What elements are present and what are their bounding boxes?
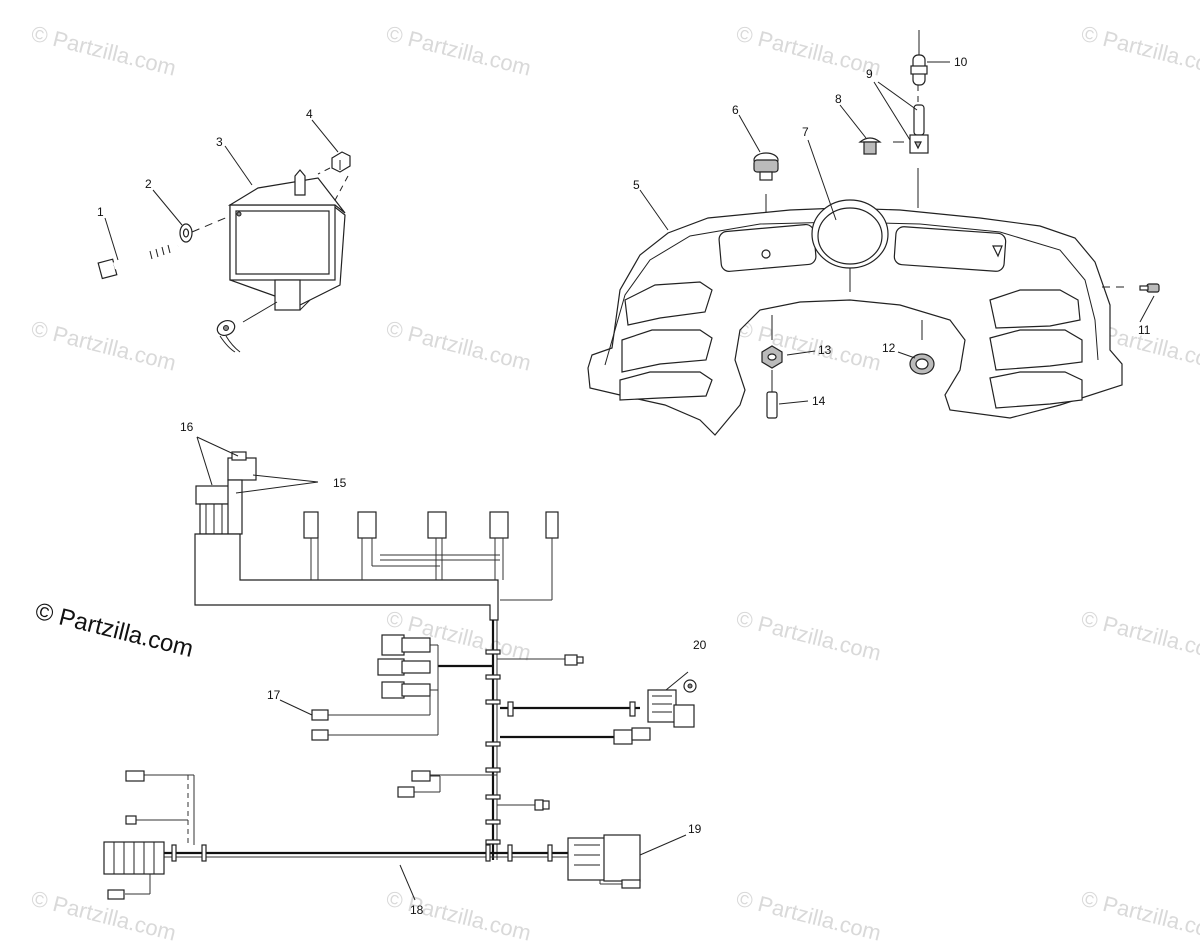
- callout-labels: 1 2 3 4 5 6 7 8 9 10 11 12 13 14 15 16 1…: [97, 55, 1151, 917]
- dash-panel-assembly: [587, 168, 1130, 436]
- callout-2: 2: [145, 177, 152, 191]
- bulb-holder-part: [893, 104, 929, 154]
- watermark-group: © Partzilla.com © Partzilla.com © Partzi…: [29, 21, 1200, 943]
- watermark: © Partzilla.com: [734, 886, 884, 943]
- watermark: © Partzilla.com: [734, 316, 884, 376]
- watermark: © Partzilla.com: [1079, 21, 1200, 81]
- watermark: © Partzilla.com: [1079, 886, 1200, 943]
- callout-13: 13: [818, 343, 832, 357]
- callout-18: 18: [410, 903, 424, 917]
- bulb-part: [910, 30, 928, 104]
- standoff-part: [766, 370, 778, 419]
- watermark: © Partzilla.com: [734, 606, 884, 666]
- callout-12: 12: [882, 341, 896, 355]
- watermark: © Partzilla.com: [29, 886, 179, 943]
- nut-part: [331, 151, 351, 173]
- callout-9: 9: [866, 67, 873, 81]
- washer-part: [179, 223, 193, 243]
- watermark: © Partzilla.com: [29, 21, 179, 81]
- callout-8: 8: [835, 92, 842, 106]
- main-watermark: © Partzilla.com: [33, 598, 196, 663]
- callout-6: 6: [732, 103, 739, 117]
- screw-part: [858, 137, 882, 155]
- panel-screw-part: [1139, 283, 1160, 293]
- relay-part: [195, 451, 257, 535]
- callout-11: 11: [1138, 323, 1151, 337]
- left-branch-connectors: [311, 634, 493, 741]
- callout-1: 1: [97, 205, 104, 219]
- watermark: © Partzilla.com: [384, 606, 534, 666]
- callout-7: 7: [802, 125, 809, 139]
- watermark: © Partzilla.com: [29, 316, 179, 376]
- watermark: © Partzilla.com: [1079, 606, 1200, 666]
- wiring-harness-assembly: [103, 451, 697, 900]
- callout-20: 20: [693, 638, 707, 652]
- ring-terminal-part: [216, 301, 278, 353]
- voltage-regulator-part: [227, 169, 346, 311]
- callout-16: 16: [180, 420, 194, 434]
- watermark: © Partzilla.com: [734, 21, 884, 81]
- watermark: © Partzilla.com: [384, 886, 534, 943]
- knurled-nut-part: [909, 353, 935, 375]
- watermark: © Partzilla.com: [384, 316, 534, 376]
- hex-nut-part: [761, 345, 783, 369]
- bolt-part: [97, 242, 180, 280]
- right-branch-connectors: [397, 654, 695, 811]
- trunk-clips: [485, 649, 501, 845]
- connector-row: [303, 511, 559, 601]
- grommet-part: [753, 152, 779, 181]
- callout-10: 10: [954, 55, 968, 69]
- callout-3: 3: [216, 135, 223, 149]
- callout-17: 17: [267, 688, 281, 702]
- ground-terminal-part: [665, 671, 697, 693]
- regulator-assembly: [97, 151, 351, 353]
- callout-15: 15: [333, 476, 347, 490]
- watermark: © Partzilla.com: [384, 21, 534, 81]
- callout-5: 5: [633, 178, 640, 192]
- callout-14: 14: [812, 394, 826, 408]
- leader-lines: [104, 61, 1155, 901]
- indicator-hole: [761, 249, 771, 259]
- callout-19: 19: [688, 822, 702, 836]
- callout-4: 4: [306, 107, 313, 121]
